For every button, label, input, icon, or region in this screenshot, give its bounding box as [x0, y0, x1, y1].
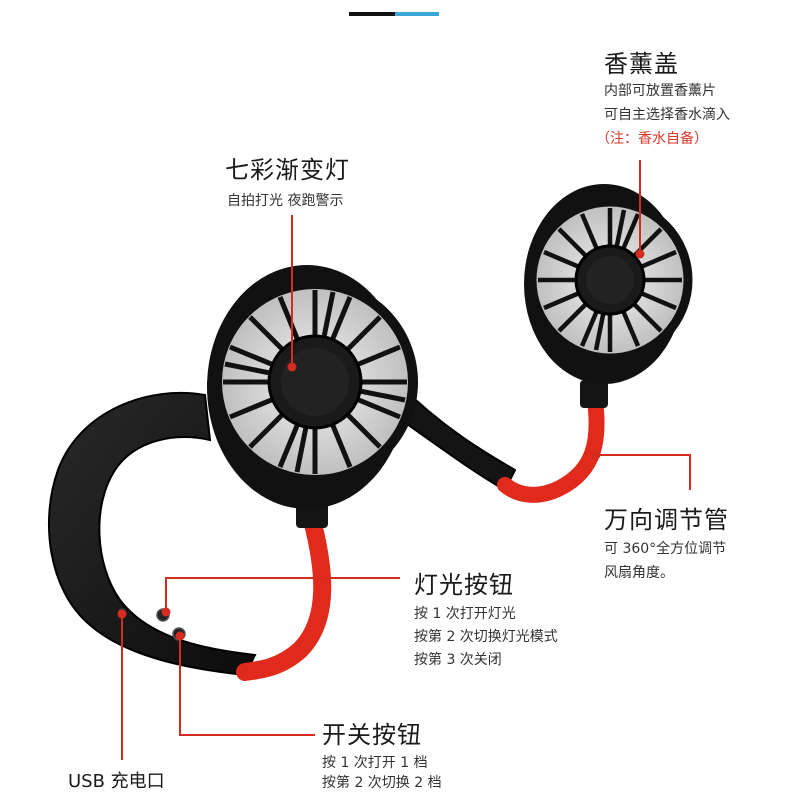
adjust-tube-title: 万向调节管 [604, 506, 729, 534]
carousel-indicator-active [349, 12, 395, 16]
right-adjust-tube [497, 392, 605, 503]
carousel-indicator [395, 12, 439, 16]
aroma-cap-line-2: 可自主选择香水滴入 [604, 107, 730, 123]
rainbow-light-line-1: 自拍打光 夜跑警示 [227, 193, 344, 209]
light-button-line-1: 按 1 次打开灯光 [414, 606, 516, 622]
adjust-tube-line-2: 风扇角度。 [604, 565, 674, 581]
aroma-cap-title: 香薰盖 [604, 50, 679, 78]
left-fan [207, 265, 418, 509]
light-button-line-3: 按第 3 次关闭 [414, 652, 502, 668]
light-button-title: 灯光按钮 [414, 571, 514, 599]
power-button-title: 开关按钮 [322, 721, 422, 749]
right-fan [524, 184, 693, 384]
aroma-cap-line-1: 内部可放置香薰片 [604, 83, 716, 99]
aroma-cap-note: （注：香水自备） [596, 131, 708, 147]
power-button-line-1: 按 1 次打开 1 档 [322, 755, 428, 771]
light-button-line-2: 按第 2 次切换灯光模式 [414, 629, 558, 645]
left-adjust-tube [236, 511, 332, 681]
rainbow-light-title: 七彩渐变灯 [225, 156, 350, 184]
callout-lines [117, 160, 691, 760]
power-button-line-2: 按第 2 次切换 2 档 [322, 775, 442, 791]
usb-port-title: USB 充电口 [68, 771, 165, 792]
adjust-tube-line-1: 可 360°全方位调节 [604, 541, 727, 557]
right-connector [580, 380, 608, 408]
